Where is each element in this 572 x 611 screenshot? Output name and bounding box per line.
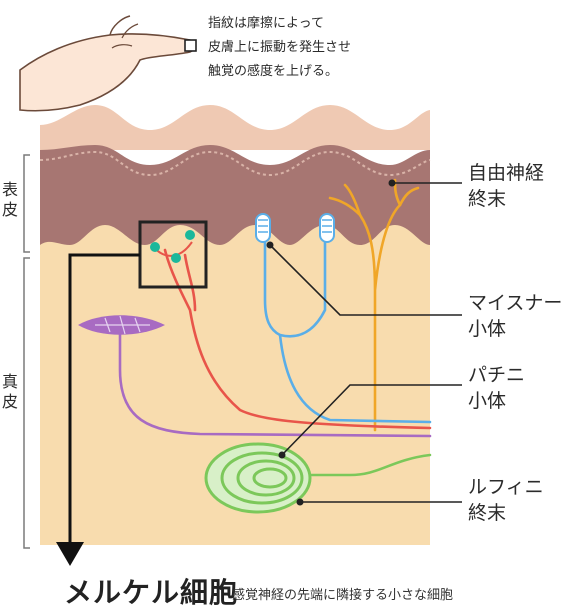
caption-line-2: 皮膚上に振動を発生させ: [208, 40, 352, 55]
caption-line-1: 指紋は摩擦によって: [208, 16, 324, 31]
pacinian-label: パチニ 小体: [468, 364, 526, 412]
epidermis-label: 表 皮: [2, 180, 19, 219]
merkel-cell-title: メルケル細胞: [64, 576, 239, 609]
finger-hand-icon: [19, 15, 197, 112]
ruffini-ending-icon: [78, 315, 165, 335]
merkel-arrow-icon: [56, 253, 140, 566]
ruffini-label: ルフィニ 終末: [468, 476, 544, 524]
caption-line-3: 触覚の感度を上げる。: [208, 64, 339, 79]
layer-brackets: [23, 154, 30, 549]
meissner-corpuscle-icon: [255, 213, 335, 243]
merkel-cell-subtitle: 感覚神経の先端に隣接する小さな細胞: [232, 588, 454, 603]
leader-lines: [269, 182, 462, 503]
dermis-label: 真 皮: [2, 372, 19, 411]
pacinian-corpuscle-icon: [204, 442, 312, 514]
leader-dots: [266, 179, 396, 506]
free-nerve-label: 自由神経 終末: [468, 162, 545, 210]
dermis-layer: [40, 225, 430, 545]
meissner-label: マイスナー 小体: [468, 292, 563, 340]
